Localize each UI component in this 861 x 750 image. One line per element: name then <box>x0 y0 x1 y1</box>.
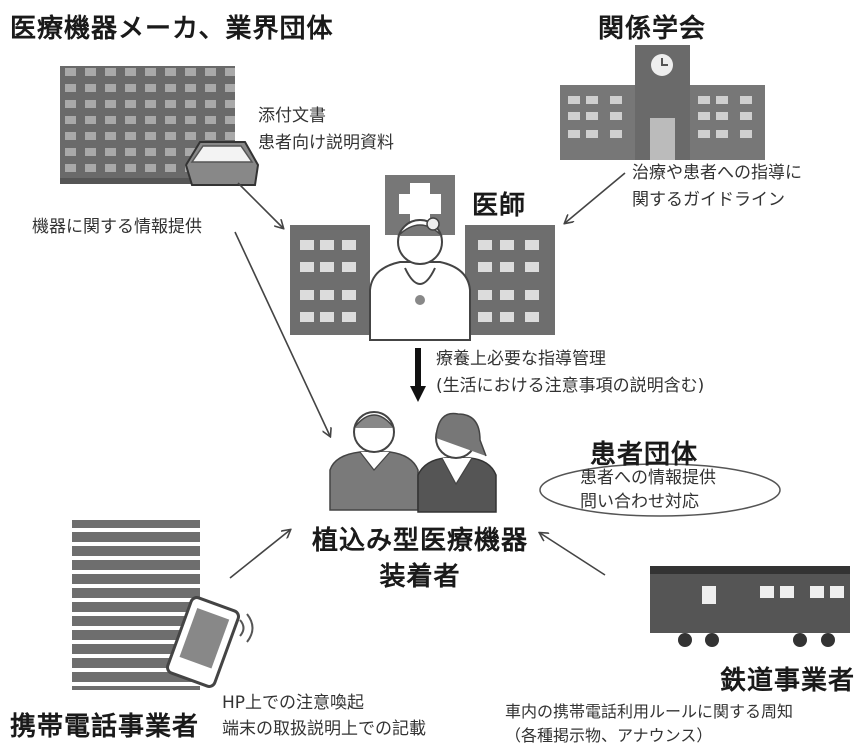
railways-note-line2: （各種掲示物、アナウンス） <box>505 726 713 745</box>
support-ellipse <box>539 463 781 517</box>
train-icon <box>650 566 850 647</box>
manufacturer-building-icon <box>60 66 235 184</box>
arrow-manufacturer-to-patient <box>234 231 330 436</box>
railways-note: 車内の携帯電話利用ルールに関する周知 （各種掲示物、アナウンス） <box>505 700 793 748</box>
doctor-icon <box>369 217 471 341</box>
mobile-carriers-title: 携帯電話事業者 <box>10 712 200 742</box>
document-note-line1: 添付文書 <box>258 106 326 126</box>
arrow-carrier-to-patient <box>229 530 290 579</box>
society-building-icon <box>560 45 765 160</box>
railways-note-line1: 車内の携帯電話利用ルールに関する周知 <box>505 702 794 721</box>
mobile-carriers-note-line1: HP上での注意喚起 <box>222 693 365 713</box>
patients-icon <box>329 411 497 513</box>
guidance-note-line1: 療養上必要な指導管理 <box>436 349 606 369</box>
guideline-note-line1: 治療や患者への指導に <box>632 163 802 183</box>
device-info-note: 機器に関する情報提供 <box>32 217 202 237</box>
patient-groups-note-line1: 患者への情報提供 <box>580 468 716 488</box>
patient-groups-title: 患者団体 <box>590 440 699 470</box>
hospital-building-icon <box>290 175 555 335</box>
guidance-note-line2: (生活における注意事項の説明含む) <box>436 376 705 396</box>
patient-title-line2: 装着者 <box>379 562 461 592</box>
doctor-title: 医師 <box>472 191 527 221</box>
patient-groups-note-line2: 問い合わせ対応 <box>580 492 699 512</box>
arrow-society-to-doctor <box>565 172 626 223</box>
patient-title: 植込み型医療機器装着者 <box>300 523 540 595</box>
mobile-carriers-note: HP上での注意喚起 端末の取扱説明上での記載 <box>222 690 426 742</box>
document-box-icon <box>184 141 260 186</box>
arrow-railway-to-patient <box>540 533 606 576</box>
document-note-line2: 患者向け説明資料 <box>258 133 394 153</box>
manufacturers-title: 医療機器メーカ、業界団体 <box>10 14 334 44</box>
guidance-note: 療養上必要な指導管理 (生活における注意事項の説明含む) <box>436 346 704 400</box>
guideline-note: 治療や患者への指導に 関するガイドライン <box>632 160 802 214</box>
societies-title: 関係学会 <box>598 14 707 44</box>
patient-groups-note: 患者への情報提供 問い合わせ対応 <box>580 466 716 514</box>
railways-title: 鉄道事業者 <box>720 666 856 696</box>
smartphone-icon <box>166 596 254 688</box>
arrow-manufacturer-to-doctor <box>237 182 283 228</box>
guideline-note-line2: 関するガイドライン <box>632 190 785 210</box>
mobile-carriers-note-line2: 端末の取扱説明上での記載 <box>222 719 426 739</box>
document-note: 添付文書 患者向け説明資料 <box>258 103 394 157</box>
patient-title-line1: 植込み型医療機器 <box>311 526 528 556</box>
